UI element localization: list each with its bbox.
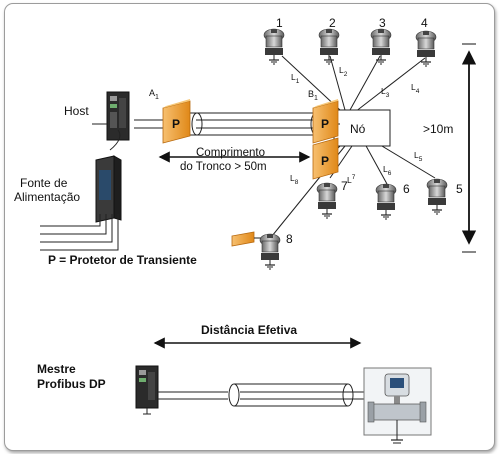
field-device-8 bbox=[259, 233, 281, 270]
point-a1-label: A1 bbox=[149, 88, 159, 101]
power-supply bbox=[95, 129, 122, 223]
protector-b1: P bbox=[312, 99, 339, 144]
trunk-label-1: Comprimento bbox=[196, 147, 265, 159]
trunk-label-2: do Tronco > 50m bbox=[180, 161, 267, 173]
effective-distance-label: Distância Efetiva bbox=[201, 323, 297, 337]
field-device-7 bbox=[316, 182, 338, 219]
point-b1-label: B1 bbox=[308, 89, 318, 102]
master-label-1: Mestre bbox=[37, 362, 76, 376]
host-label: Host bbox=[64, 104, 89, 118]
svg-text:L7: L7 bbox=[347, 174, 356, 185]
protector-a1: P bbox=[162, 99, 191, 144]
trunk-cable bbox=[134, 112, 322, 136]
svg-text:P: P bbox=[321, 154, 329, 168]
svg-text:7: 7 bbox=[341, 179, 348, 193]
svg-text:L4: L4 bbox=[411, 82, 420, 95]
svg-text:8: 8 bbox=[286, 232, 293, 246]
host-controller bbox=[92, 91, 130, 141]
svg-text:P: P bbox=[321, 117, 329, 131]
power-label-2: Alimentação bbox=[14, 190, 80, 204]
node-label: Nó bbox=[350, 122, 366, 136]
protector-legend: P = Protetor de Transiente bbox=[48, 253, 197, 267]
power-wires bbox=[40, 214, 119, 251]
svg-text:L6: L6 bbox=[383, 164, 392, 177]
profibus-cable bbox=[158, 383, 366, 407]
svg-text:L8: L8 bbox=[290, 173, 299, 186]
svg-text:L3: L3 bbox=[381, 86, 390, 99]
field-device-1 bbox=[263, 28, 285, 65]
field-device-6 bbox=[375, 183, 397, 220]
flowmeter-photo bbox=[363, 367, 432, 444]
svg-text:1: 1 bbox=[276, 16, 283, 30]
power-label-1: Fonte de bbox=[20, 176, 68, 190]
protector-l8: P bbox=[312, 137, 339, 180]
svg-text:P: P bbox=[172, 117, 180, 131]
svg-text:4: 4 bbox=[421, 16, 428, 30]
protector-small bbox=[231, 231, 262, 247]
svg-text:5: 5 bbox=[456, 182, 463, 196]
distance-label: >10m bbox=[423, 122, 453, 136]
field-device-2 bbox=[318, 28, 340, 65]
device-numbers: 1 2 3 4 5 6 7 8 bbox=[276, 16, 463, 246]
junction-node bbox=[333, 109, 391, 147]
field-device-3 bbox=[370, 28, 392, 65]
field-device-5 bbox=[426, 178, 448, 215]
master-label-2: Profibus DP bbox=[37, 377, 106, 391]
svg-text:L5: L5 bbox=[414, 150, 423, 163]
master-controller bbox=[135, 365, 159, 415]
svg-text:L2: L2 bbox=[339, 65, 348, 78]
svg-text:3: 3 bbox=[379, 16, 386, 30]
svg-text:L1: L1 bbox=[291, 72, 300, 85]
field-device-4 bbox=[415, 30, 437, 67]
svg-text:6: 6 bbox=[403, 182, 410, 196]
svg-text:2: 2 bbox=[329, 16, 336, 30]
spur-labels: L1 L2 L3 L4 L5 L6 L7 L8 bbox=[290, 65, 423, 186]
